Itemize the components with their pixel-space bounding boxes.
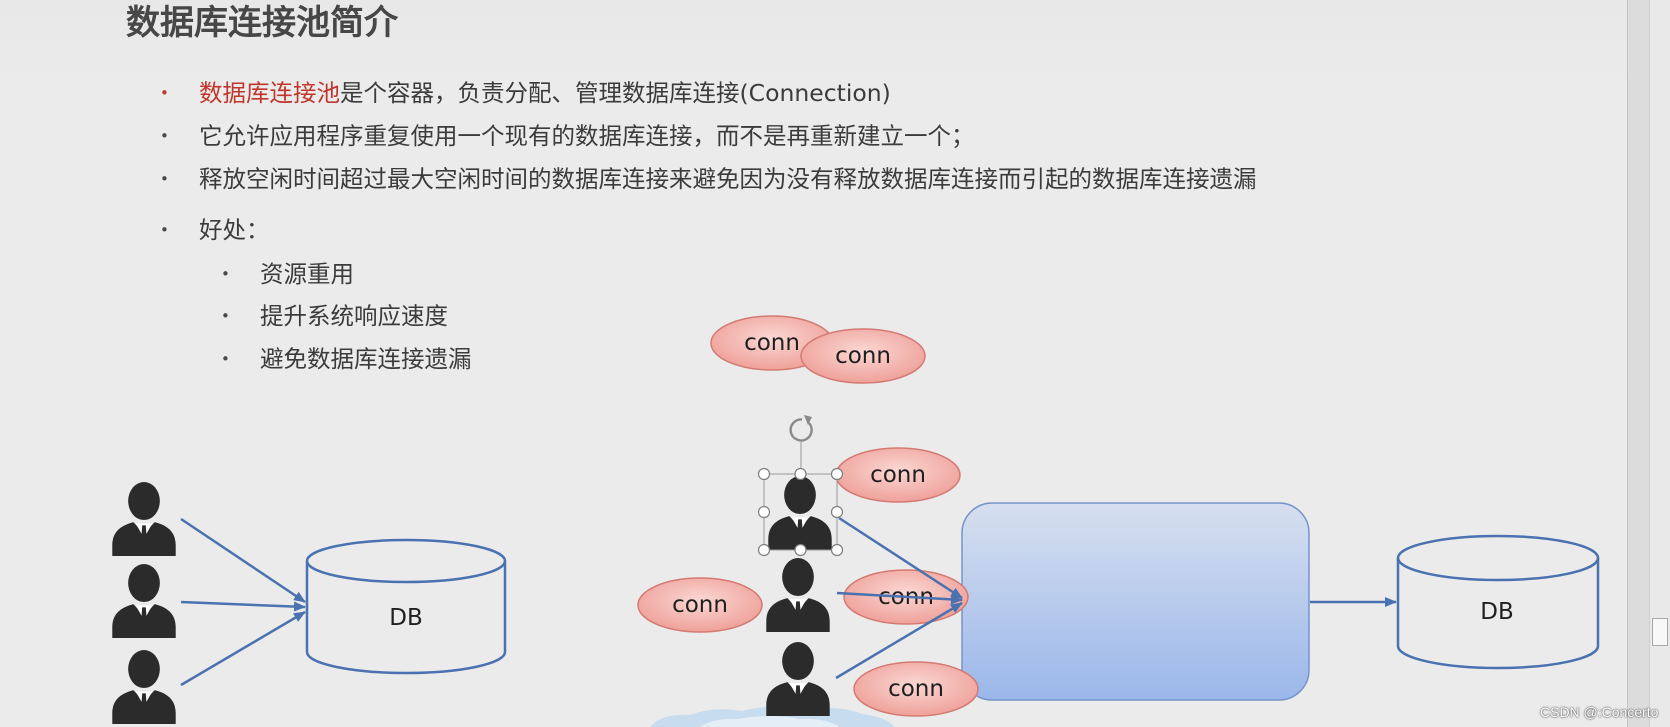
sub-bullet-item: • 提升系统响应速度: [221, 302, 448, 330]
resize-handle[interactable]: [757, 543, 771, 557]
bullet-text: 它允许应用程序重复使用一个现有的数据库连接，而不是再重新建立一个；: [199, 122, 975, 150]
connection-pool-box: [961, 502, 1310, 701]
user-icon: [766, 558, 830, 632]
arrow: [836, 591, 963, 605]
resize-handle[interactable]: [757, 505, 771, 519]
resize-handle[interactable]: [830, 467, 844, 481]
resize-handle[interactable]: [794, 543, 807, 557]
bullet-text: 好处：: [199, 216, 270, 244]
sub-bullet-text: 避免数据库连接遗漏: [260, 345, 472, 373]
conn-ellipse: [637, 577, 763, 633]
page-title: 数据库连接池简介: [126, 3, 398, 43]
bullet-text: 数据库连接池是个容器，负责分配、管理数据库连接(Connection): [199, 79, 891, 107]
bullet-marker: •: [221, 265, 230, 283]
user-icon[interactable]: [768, 476, 832, 550]
sub-bullet-text: 提升系统响应速度: [260, 302, 448, 330]
arrow: [835, 601, 963, 680]
arrow: [838, 516, 963, 600]
bullet-marker: •: [160, 221, 169, 239]
bullet-text-rest: 是个容器，负责分配、管理数据库连接(Connection): [340, 79, 891, 107]
slide-edge: [1627, 0, 1649, 727]
database-icon: DB: [305, 538, 507, 675]
bullet-marker: •: [160, 127, 169, 145]
bullet-text: 释放空闲时间超过最大空闲时间的数据库连接来避免因为没有释放数据库连接而引起的数据…: [199, 165, 1257, 193]
connection-object: conn: [800, 328, 926, 384]
decorative-cloud-highlight: [700, 716, 840, 727]
conn-label: conn: [672, 592, 728, 618]
conn-label: conn: [744, 330, 800, 356]
sub-bullet-item: • 避免数据库连接遗漏: [221, 345, 472, 373]
scrollbar-thumb[interactable]: [1652, 618, 1668, 646]
connection-object: conn: [835, 447, 961, 503]
conn-label: conn: [835, 343, 891, 369]
highlight-term: 数据库连接池: [199, 79, 340, 107]
rotate-handle-icon[interactable]: [789, 415, 813, 442]
selection-frame[interactable]: [757, 415, 844, 557]
resize-handle[interactable]: [830, 543, 844, 557]
resize-handle[interactable]: [757, 467, 771, 481]
user-icon: [112, 482, 176, 556]
conn-label: conn: [888, 676, 944, 702]
bullet-item: • 释放空闲时间超过最大空闲时间的数据库连接来避免因为没有释放数据库连接而引起的…: [160, 165, 1257, 193]
sub-bullet-text: 资源重用: [260, 260, 354, 288]
bullet-item: • 数据库连接池是个容器，负责分配、管理数据库连接(Connection): [160, 79, 891, 107]
bullet-marker: •: [221, 350, 230, 368]
connection-object: conn: [853, 661, 979, 717]
resize-handle[interactable]: [794, 467, 807, 481]
connection-pool-diagram: DB DB conn conn conn c: [112, 315, 1600, 727]
bullet-marker: •: [160, 84, 169, 102]
database-icon: DB: [1396, 534, 1600, 670]
db-label: DB: [1480, 599, 1514, 625]
user-icon: [112, 564, 176, 638]
vertical-scrollbar[interactable]: [1649, 0, 1670, 727]
bullet-item: • 它允许应用程序重复使用一个现有的数据库连接，而不是再重新建立一个；: [160, 122, 975, 150]
arrow: [180, 600, 306, 612]
sub-bullet-item: • 资源重用: [221, 260, 354, 288]
slide-canvas: DB DB conn conn conn c: [0, 0, 1627, 727]
resize-handle[interactable]: [830, 505, 844, 519]
user-icon: [112, 650, 176, 724]
conn-label: conn: [870, 462, 926, 488]
conn-ellipse: [853, 661, 979, 717]
bullet-marker: •: [160, 170, 169, 188]
conn-ellipse: [800, 328, 926, 384]
bullet-marker: •: [221, 307, 230, 325]
arrow: [180, 517, 306, 604]
bullet-item: • 好处：: [160, 216, 270, 244]
db-label: DB: [389, 605, 423, 631]
user-icon: [766, 642, 830, 716]
arrow: [180, 610, 306, 687]
connection-object: conn: [637, 577, 763, 633]
watermark: CSDN @:Concerto: [1540, 704, 1659, 720]
